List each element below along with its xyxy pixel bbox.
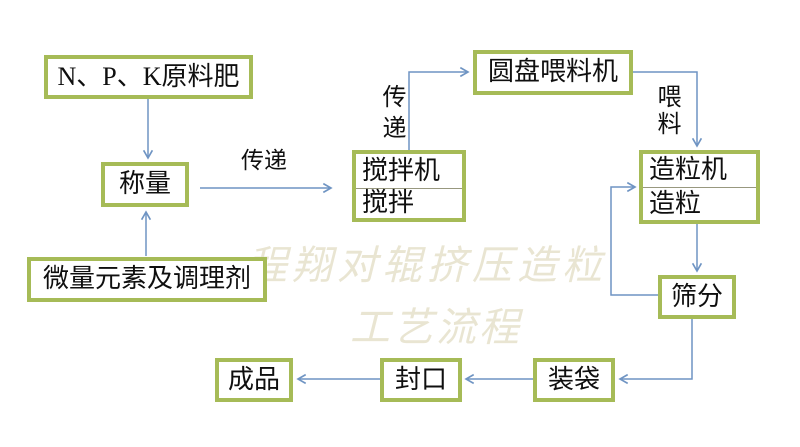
node-mixer: 搅拌机 搅拌 — [352, 150, 466, 222]
node-sealing: 封口 — [380, 358, 462, 402]
node-trace-elements: 微量元素及调理剂 — [27, 257, 267, 302]
node-mixer-line2: 搅拌 — [362, 188, 415, 218]
node-raw-fertilizer: N、P、K原料肥 — [44, 55, 253, 99]
node-weighing: 称量 — [101, 162, 189, 207]
watermark-line1: 程翔对辊挤压造粒 — [247, 243, 607, 288]
edge-label-feeding-vertical: 喂料 — [653, 84, 679, 138]
node-finished-product: 成品 — [215, 358, 293, 402]
node-disc-feeder: 圆盘喂料机 — [473, 50, 633, 95]
node-granulator-line1: 造粒机 — [643, 154, 756, 188]
connector-mixer-to-discfeeder — [408, 66, 470, 150]
connector-sieving-to-bagging — [618, 317, 693, 385]
node-granulator-line2: 造粒 — [649, 188, 702, 218]
node-granulator: 造粒机 造粒 — [639, 150, 760, 224]
node-mixer-line1: 搅拌机 — [356, 154, 462, 189]
connector-sieving-recycle-to-granulator — [610, 181, 658, 296]
node-sieving: 筛分 — [658, 275, 736, 319]
edge-label-transfer-vertical: 传递 — [378, 84, 404, 146]
edge-label-transfer-horizontal: 传递 — [241, 148, 287, 173]
connector-discfeeder-to-granulator — [633, 71, 703, 148]
watermark-line2: 工艺流程 — [350, 305, 522, 350]
node-bagging: 装袋 — [533, 358, 615, 402]
